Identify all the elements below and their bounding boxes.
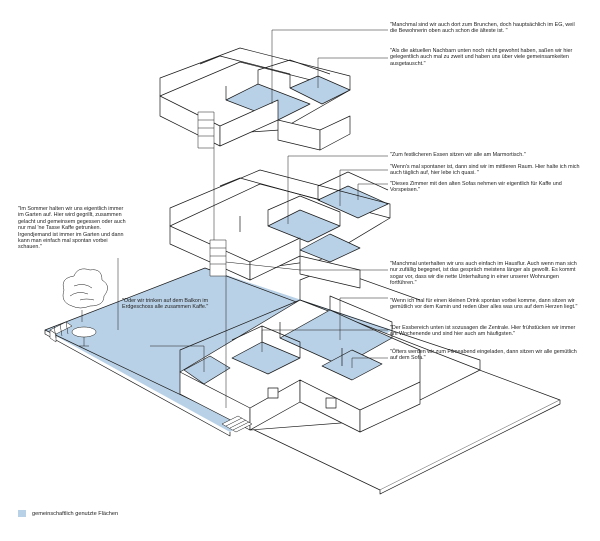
annotation-hallway: "Manchmal unterhalten wir uns auch einfa… bbox=[390, 261, 577, 287]
legend-swatch-shared bbox=[18, 510, 26, 517]
floor-middle bbox=[169, 169, 391, 289]
shared-balcony bbox=[183, 355, 231, 385]
leader-q1 bbox=[271, 29, 388, 104]
leader-q9 bbox=[339, 297, 388, 340]
annotation-dining: "Der Essbereich unten ist sozusagen die … bbox=[390, 325, 576, 338]
leader-q11 bbox=[351, 357, 388, 368]
entrance-stairs bbox=[221, 415, 253, 433]
leader-q4 bbox=[339, 169, 388, 206]
annotation-marble-table: "Zum festlicheren Essen sitzen wir alle … bbox=[390, 152, 526, 158]
leader-lines bbox=[117, 29, 388, 408]
floor-top bbox=[159, 47, 351, 151]
annotation-sofas: "Dieses Zimmer mit den alten Sofas nehme… bbox=[390, 181, 562, 194]
legend: gemeinschaftlich genutzte Flächen bbox=[18, 510, 118, 517]
leader-q5 bbox=[357, 183, 388, 200]
annotation-balcony: "Oder wir trinken auf dem Balkon im Erdg… bbox=[122, 298, 209, 311]
floor-ground bbox=[179, 267, 481, 433]
annotation-brunch: "Manchmal sind wir auch dort zum Brunche… bbox=[390, 22, 575, 35]
annotation-middle-room: "Wenn's mal spontaner ist, dann sind wir… bbox=[390, 164, 580, 177]
leader-q8 bbox=[150, 345, 205, 372]
stair-shaft-middle bbox=[209, 239, 227, 277]
annotation-movie-night: "Öfters werden wir zum Filmeabend eingel… bbox=[390, 349, 577, 362]
leader-q7 bbox=[225, 261, 388, 271]
annotation-fireplace: "Wenn ich mal für einen kleinen Drink sp… bbox=[390, 298, 578, 311]
stair-shaft-top bbox=[197, 111, 215, 149]
leader-q2 bbox=[317, 57, 388, 88]
annotation-neighbours: "Als die aktuellen Nachbarn unten noch n… bbox=[390, 48, 573, 67]
annotation-garden: "Im Sommer halten wir uns eigentlich imm… bbox=[18, 206, 126, 251]
legend-label: gemeinschaftlich genutzte Flächen bbox=[32, 510, 119, 517]
garden-furniture bbox=[49, 321, 97, 347]
leader-q10 bbox=[261, 329, 388, 352]
garden-tree-icon bbox=[62, 268, 108, 322]
shared-old-sofa-room bbox=[299, 233, 361, 263]
leader-q3 bbox=[287, 155, 388, 224]
